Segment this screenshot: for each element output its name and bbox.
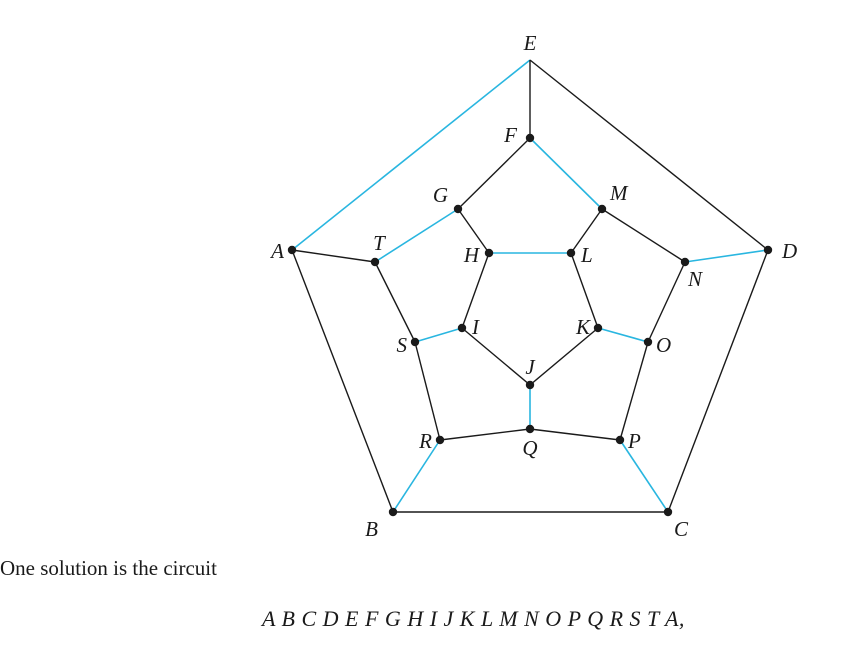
- edge-f-m: [529, 137, 603, 210]
- vertex-r: [435, 435, 445, 445]
- edge-n-m: [601, 208, 686, 263]
- edge-s-r: [414, 341, 441, 441]
- vertex-label-l: L: [580, 243, 593, 267]
- edge-r-q: [439, 428, 531, 441]
- edge-p-o: [619, 341, 649, 441]
- edge-e-a: [291, 59, 531, 251]
- edge-a-t: [291, 249, 376, 263]
- vertex-q: [525, 424, 535, 434]
- vertex-m: [597, 204, 607, 214]
- vertex-h: [484, 248, 494, 258]
- vertex-label-j: J: [525, 355, 536, 379]
- vertex-b: [388, 507, 398, 517]
- edge-c-d: [667, 249, 769, 513]
- graph-edges: [291, 59, 769, 513]
- vertex-labels: A B C D E F G H I J K L M N O P Q R S T: [269, 31, 797, 541]
- edge-d-e: [529, 59, 769, 251]
- vertex-label-d: D: [781, 239, 797, 263]
- vertex-label-f: F: [503, 123, 517, 147]
- vertex-label-o: O: [656, 333, 671, 357]
- vertex-o: [643, 337, 653, 347]
- vertex-label-q: Q: [522, 436, 537, 460]
- vertex-label-n: N: [687, 267, 703, 291]
- vertex-k: [593, 323, 603, 333]
- edge-i-h: [461, 252, 490, 329]
- edge-o-n: [647, 261, 686, 343]
- vertex-label-s: S: [397, 333, 408, 357]
- edge-t-s: [374, 261, 416, 343]
- edge-k-j: [529, 327, 599, 386]
- vertex-s: [410, 337, 420, 347]
- vertex-a: [287, 245, 297, 255]
- vertex-j: [525, 380, 535, 390]
- dodecahedron-graph: A B C D E F G H I J K L M N O P Q R S T: [269, 31, 797, 541]
- vertex-label-i: I: [471, 315, 480, 339]
- vertex-label-b: B: [365, 517, 378, 541]
- vertex-label-e: E: [523, 31, 537, 55]
- graph-vertices: [287, 133, 773, 517]
- edge-o-k: [597, 327, 649, 343]
- vertex-label-a: A: [269, 239, 284, 263]
- edge-a-b: [291, 249, 394, 513]
- vertex-label-t: T: [373, 231, 386, 255]
- vertex-t: [370, 257, 380, 267]
- edge-f-g: [457, 137, 531, 210]
- vertex-p: [615, 435, 625, 445]
- edge-g-t: [374, 208, 459, 263]
- vertex-g: [453, 204, 463, 214]
- edge-b-r: [392, 439, 441, 513]
- vertex-i: [457, 323, 467, 333]
- vertex-n: [680, 257, 690, 267]
- edge-d-n: [684, 249, 769, 263]
- edge-s-i: [414, 327, 463, 343]
- edge-j-i: [461, 327, 531, 386]
- edge-c-p: [619, 439, 669, 513]
- vertex-label-g: G: [433, 183, 448, 207]
- solution-caption: One solution is the circuit: [0, 556, 217, 580]
- vertex-l: [566, 248, 576, 258]
- hamilton-circuit: A B C D E F G H I J K L M N O P Q R S T …: [262, 606, 685, 631]
- vertex-label-p: P: [627, 429, 641, 453]
- vertex-c: [663, 507, 673, 517]
- edge-g-h: [457, 208, 490, 254]
- vertex-label-c: C: [674, 517, 689, 541]
- edge-q-p: [529, 428, 621, 441]
- edge-l-k: [570, 252, 599, 329]
- vertex-label-h: H: [463, 243, 481, 267]
- vertex-label-r: R: [418, 429, 432, 453]
- edge-m-l: [570, 208, 603, 254]
- vertex-label-k: K: [575, 315, 591, 339]
- vertex-f: [525, 133, 535, 143]
- vertex-d: [763, 245, 773, 255]
- vertex-label-m: M: [609, 181, 629, 205]
